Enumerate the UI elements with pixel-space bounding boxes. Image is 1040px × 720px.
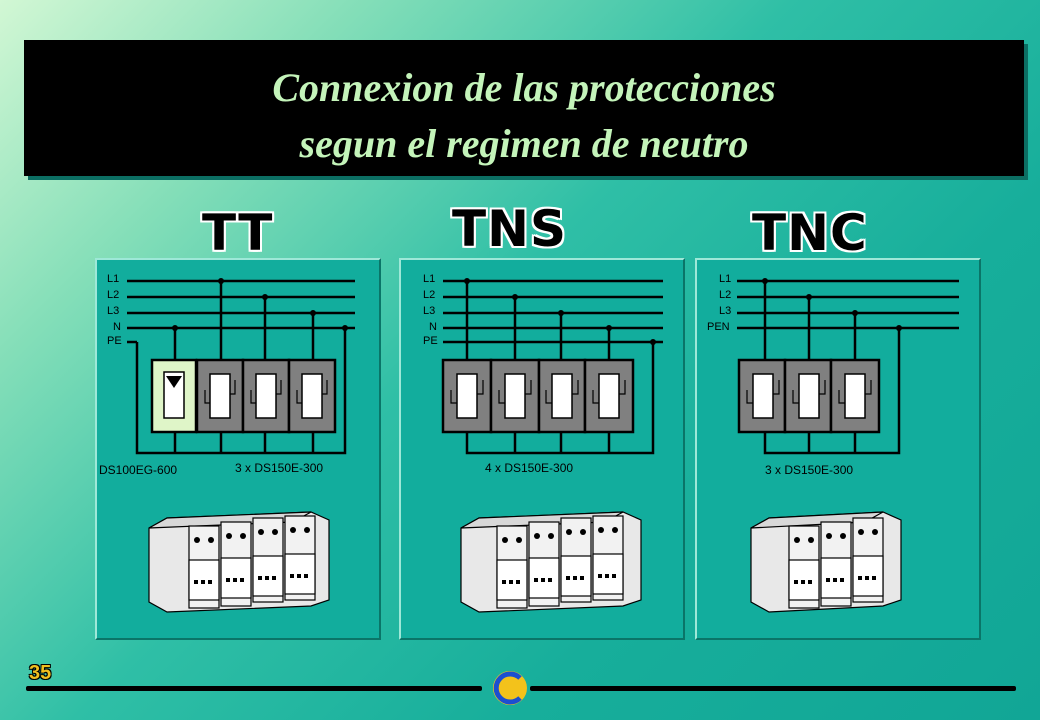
- wire-label-n: N: [429, 321, 437, 333]
- system-label-tnc: TNC: [752, 204, 868, 262]
- varistor-module-group: [441, 358, 635, 434]
- wire-label-l1: L1: [719, 273, 731, 285]
- caption-spark-gap: DS100EG-600: [99, 463, 177, 477]
- footer-rule-right: [530, 686, 1016, 691]
- wire-label-l2: L2: [107, 289, 119, 301]
- wire-label-l3: L3: [423, 305, 435, 317]
- device-illustration-tnc: [750, 511, 902, 613]
- wire-label-l1: L1: [107, 273, 119, 285]
- caption-varistors: 3 x DS150E-300: [765, 463, 853, 477]
- wiring-diagram-tns: L1 L2 L3 N PE: [423, 273, 663, 613]
- wire-label-n: N: [113, 321, 121, 333]
- title-line-2: segun el regimen de neutro: [299, 121, 749, 166]
- wiring-diagram-tnc: L1 L2 L3 PEN: [707, 273, 959, 613]
- system-label-tns: TNS: [452, 200, 567, 258]
- device-illustration-tns: [460, 511, 642, 613]
- varistor-module-group: [195, 358, 337, 434]
- wire-label-l1: L1: [423, 273, 435, 285]
- device-illustration-tt: [148, 511, 330, 613]
- caption-varistors: 4 x DS150E-300: [485, 461, 573, 475]
- title-banner: Connexion de las protecciones segun el r…: [24, 40, 1024, 176]
- company-logo-icon: [493, 671, 527, 705]
- wire-label-l2: L2: [423, 289, 435, 301]
- caption-varistors: 3 x DS150E-300: [235, 461, 323, 475]
- wire-label-l3: L3: [107, 305, 119, 317]
- footer-rule-left: [26, 686, 482, 691]
- wire-label-pe: PE: [107, 335, 122, 347]
- wire-label-pe: PE: [423, 335, 438, 347]
- wiring-diagram-tt: L1 L2 L3 N PE: [99, 273, 355, 613]
- varistor-module-group: [737, 358, 881, 434]
- title-line-1: Connexion de las protecciones: [272, 65, 776, 110]
- panel-tns: L1 L2 L3 N PE: [399, 258, 685, 640]
- wire-label-pen: PEN: [707, 321, 730, 333]
- page-number: 35: [29, 662, 52, 684]
- system-label-tt: TT: [202, 204, 274, 262]
- panel-tt: L1 L2 L3 N PE: [95, 258, 381, 640]
- panel-tnc: L1 L2 L3 PEN: [695, 258, 981, 640]
- wire-label-l2: L2: [719, 289, 731, 301]
- wire-label-l3: L3: [719, 305, 731, 317]
